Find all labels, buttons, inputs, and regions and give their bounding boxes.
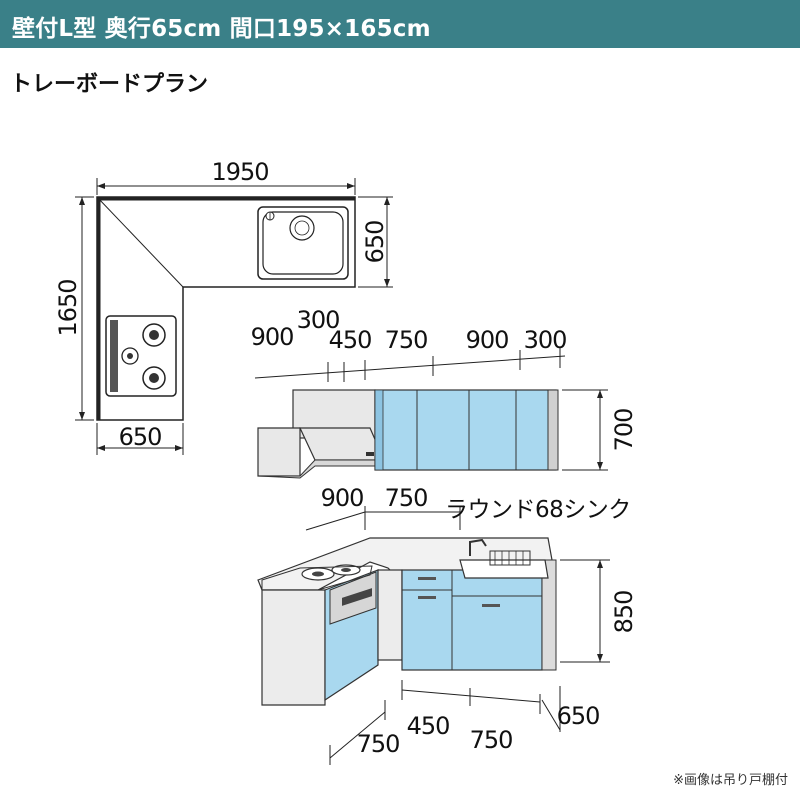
floor-bottom-width-3: 750: [470, 726, 513, 754]
floor-top-width-1: 900: [321, 484, 364, 512]
plan-bottom-depth-label: 650: [119, 423, 162, 451]
floor-bottom-width-1: 750: [357, 730, 400, 758]
plan-view: 1950 650 1650 650: [54, 158, 393, 455]
wall-width-2: 300: [297, 306, 340, 334]
page-title: 壁付L型 奥行65cm 間口195×165cm: [12, 16, 431, 42]
wall-width-5: 900: [466, 326, 509, 354]
plan-corner-seam: [96, 196, 184, 288]
wall-width-1: 900: [251, 323, 294, 351]
floor-bottom-width-2: 450: [407, 712, 450, 740]
title-bar: 壁付L型 奥行65cm 間口195×165cm: [0, 0, 800, 48]
wall-cabinets: 900 300 450 750 900 300 700: [251, 306, 638, 479]
floor-height-label: 850: [610, 591, 638, 634]
plan-left-length-label: 1650: [54, 279, 82, 336]
plan-sink: [257, 206, 349, 280]
floor-cabinets: 900 750 ラウンド68シンク 850 650 750 450 750: [257, 484, 638, 765]
sink-label: ラウンド68シンク: [445, 497, 631, 523]
floor-depth-label: 650: [557, 702, 600, 730]
floor-top-width-2: 750: [385, 484, 428, 512]
plan-name: トレーボードプラン: [10, 72, 209, 97]
plan-width-label: 1950: [211, 158, 268, 186]
wall-width-3: 450: [329, 326, 372, 354]
wall-width-4: 750: [385, 326, 428, 354]
image-note: ※画像は吊り戸棚付: [673, 773, 788, 788]
plan-cooktop: [105, 315, 177, 397]
range-hood: [257, 427, 385, 479]
plan-right-depth-label: 650: [361, 221, 389, 264]
wall-height-label: 700: [610, 409, 638, 452]
